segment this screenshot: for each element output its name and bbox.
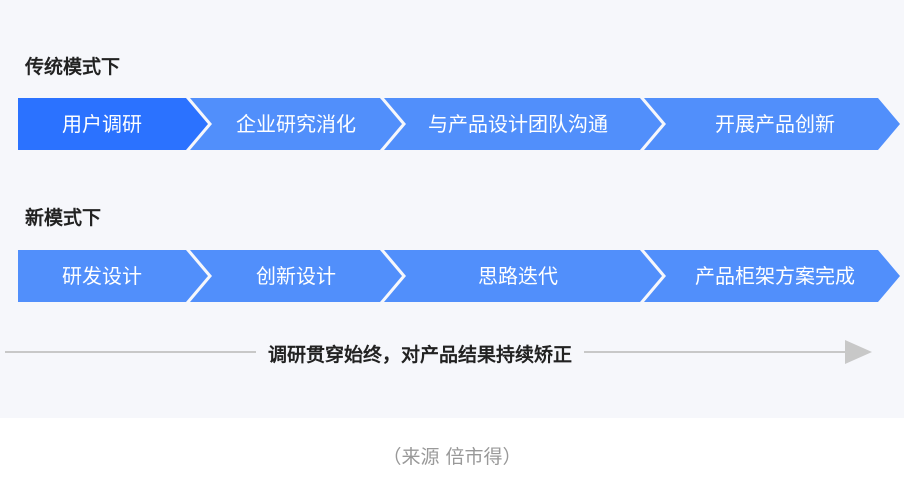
step-4-label: 开展产品创新 — [715, 112, 835, 136]
step-4-shape — [644, 250, 900, 302]
new-mode-title: 新模式下 — [25, 207, 102, 229]
step-3-label: 思路迭代 — [478, 264, 558, 288]
arrow-head-icon — [845, 340, 872, 364]
step-4-label: 产品柜架方案完成 — [695, 264, 855, 288]
step-3-shape — [384, 98, 662, 150]
step-1-shape — [18, 250, 208, 302]
step-2-shape — [190, 250, 402, 302]
timeline-note-wrap: 调研贯穿始终，对产品结果持续矫正 — [0, 340, 840, 367]
step-2-label: 创新设计 — [256, 264, 336, 288]
step-1-label: 研发设计 — [62, 264, 142, 288]
step-3-shape — [384, 250, 662, 302]
new-mode-flow: 研发设计 创新设计 思路迭代 产品柜架方案完成 — [18, 250, 900, 302]
step-1-shape — [18, 98, 208, 150]
source-caption: （来源 倍市得） — [382, 446, 522, 468]
step-1-label: 用户调研 — [62, 112, 142, 136]
traditional-flow: 用户调研 企业研究消化 与产品设计团队沟通 开展产品创新 — [18, 98, 900, 150]
traditional-title: 传统模式下 — [25, 56, 121, 78]
step-2-shape — [190, 98, 402, 150]
step-3-label: 与产品设计团队沟通 — [428, 112, 608, 136]
timeline-note: 调研贯穿始终，对产品结果持续矫正 — [255, 344, 584, 366]
step-4-shape — [644, 98, 900, 150]
step-2-label: 企业研究消化 — [236, 112, 356, 136]
